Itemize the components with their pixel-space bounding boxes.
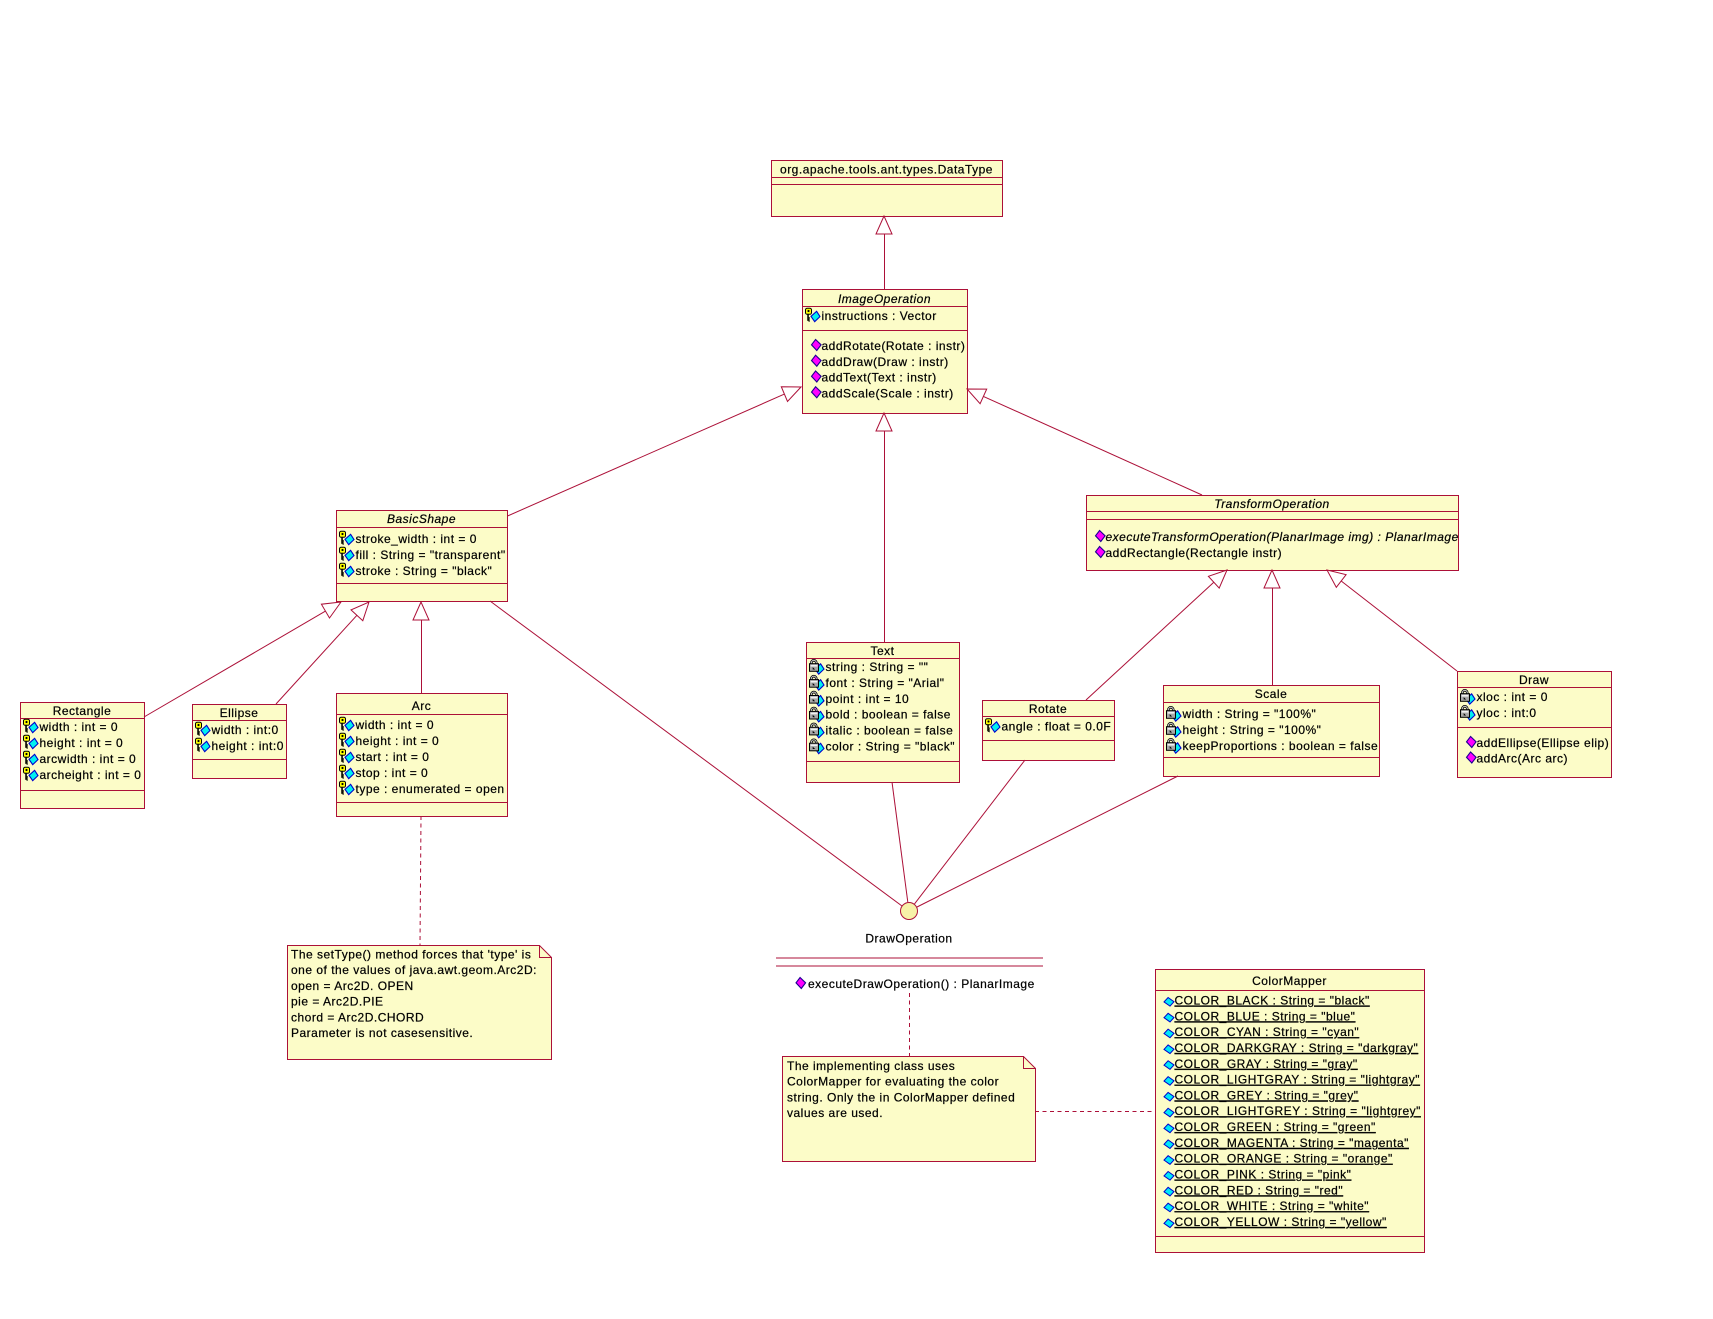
svg-text:height : int = 0: height : int = 0 — [356, 734, 440, 748]
svg-text:pie = Arc2D.PIE: pie = Arc2D.PIE — [291, 995, 384, 1009]
svg-text:xloc : int = 0: xloc : int = 0 — [1477, 690, 1548, 704]
svg-text:executeDrawOperation() : Plana: executeDrawOperation() : PlanarImage — [808, 977, 1035, 991]
svg-text:values are used.: values are used. — [787, 1106, 883, 1120]
svg-text:org.apache.tools.ant.types.Dat: org.apache.tools.ant.types.DataType — [780, 163, 993, 177]
svg-text:COLOR_LIGHTGRAY : String = "li: COLOR_LIGHTGRAY : String = "lightgray" — [1175, 1073, 1421, 1087]
svg-text:The setType() method forces th: The setType() method forces that 'type' … — [291, 948, 531, 962]
svg-text:COLOR_RED : String = "red": COLOR_RED : String = "red" — [1175, 1183, 1344, 1197]
svg-text:COLOR_MAGENTA : String = "mage: COLOR_MAGENTA : String = "magenta" — [1175, 1136, 1409, 1150]
svg-text:type : enumerated = open: type : enumerated = open — [356, 782, 505, 796]
svg-text:addDraw(Draw : instr): addDraw(Draw : instr) — [822, 355, 949, 369]
svg-text:The implementing class uses: The implementing class uses — [787, 1059, 955, 1073]
svg-text:COLOR_YELLOW : String = "yello: COLOR_YELLOW : String = "yellow" — [1175, 1215, 1387, 1229]
svg-text:yloc : int:0: yloc : int:0 — [1477, 706, 1537, 720]
svg-text:Rotate: Rotate — [1029, 702, 1067, 716]
svg-text:ImageOperation: ImageOperation — [838, 292, 931, 306]
svg-text:COLOR_CYAN : String = "cyan": COLOR_CYAN : String = "cyan" — [1175, 1025, 1360, 1039]
svg-text:COLOR_GREEN : String = "green": COLOR_GREEN : String = "green" — [1175, 1120, 1376, 1134]
svg-text:COLOR_GREY : String = "grey": COLOR_GREY : String = "grey" — [1175, 1088, 1359, 1102]
svg-text:Arc: Arc — [412, 699, 432, 713]
svg-text:COLOR_PINK : String = "pink": COLOR_PINK : String = "pink" — [1175, 1168, 1352, 1182]
svg-text:start : int = 0: start : int = 0 — [356, 750, 430, 764]
svg-text:addRectangle(Rectangle instr): addRectangle(Rectangle instr) — [1106, 546, 1283, 560]
svg-text:addScale(Scale : instr): addScale(Scale : instr) — [822, 386, 954, 400]
svg-text:DrawOperation: DrawOperation — [865, 932, 952, 946]
svg-text:fill : String = "transparent": fill : String = "transparent" — [356, 548, 506, 562]
svg-text:Scale: Scale — [1255, 687, 1288, 701]
svg-text:TransformOperation: TransformOperation — [1214, 497, 1329, 511]
svg-text:executeTransformOperation(Plan: executeTransformOperation(PlanarImage im… — [1106, 530, 1459, 544]
svg-text:string. Only the in ColorMappe: string. Only the in ColorMapper defined — [787, 1090, 1015, 1104]
svg-text:stroke_width : int = 0: stroke_width : int = 0 — [356, 532, 477, 546]
svg-text:string : String = "": string : String = "" — [826, 660, 929, 674]
svg-text:COLOR_ORANGE : String = "orang: COLOR_ORANGE : String = "orange" — [1175, 1152, 1393, 1166]
svg-text:Rectangle: Rectangle — [53, 704, 112, 718]
svg-text:Text: Text — [870, 644, 894, 658]
svg-text:color : String = "black": color : String = "black" — [826, 740, 956, 754]
svg-text:stop : int = 0: stop : int = 0 — [356, 766, 429, 780]
svg-text:COLOR_WHITE : String = "white": COLOR_WHITE : String = "white" — [1175, 1199, 1370, 1213]
svg-text:COLOR_BLUE : String = "blue": COLOR_BLUE : String = "blue" — [1175, 1009, 1356, 1023]
svg-text:addArc(Arc arc): addArc(Arc arc) — [1477, 752, 1569, 766]
svg-text:width : int:0: width : int:0 — [211, 723, 279, 737]
svg-text:height : int:0: height : int:0 — [212, 739, 284, 753]
svg-text:COLOR_DARKGRAY : String = "dar: COLOR_DARKGRAY : String = "darkgray" — [1175, 1041, 1419, 1055]
svg-text:addEllipse(Ellipse elip): addEllipse(Ellipse elip) — [1477, 736, 1610, 750]
svg-text:Parameter is not casesensitive: Parameter is not casesensitive. — [291, 1026, 473, 1040]
svg-text:point : int = 10: point : int = 10 — [826, 692, 910, 706]
svg-text:width : String = "100%": width : String = "100%" — [1182, 707, 1317, 721]
svg-text:instructions : Vector: instructions : Vector — [822, 309, 937, 323]
svg-text:arcwidth : int = 0: arcwidth : int = 0 — [40, 752, 137, 766]
svg-text:addText(Text : instr): addText(Text : instr) — [822, 371, 937, 385]
svg-text:Ellipse: Ellipse — [220, 706, 259, 720]
svg-text:font : String = "Arial": font : String = "Arial" — [826, 676, 945, 690]
svg-text:Draw: Draw — [1519, 673, 1549, 687]
svg-text:addRotate(Rotate : instr): addRotate(Rotate : instr) — [822, 339, 966, 353]
svg-text:width : int = 0: width : int = 0 — [355, 718, 435, 732]
svg-text:chord = Arc2D.CHORD: chord = Arc2D.CHORD — [291, 1010, 424, 1024]
svg-text:COLOR_BLACK : String = "black": COLOR_BLACK : String = "black" — [1175, 994, 1370, 1008]
svg-text:one of the values of java.awt.: one of the values of java.awt.geom.Arc2D… — [291, 963, 537, 977]
svg-text:COLOR_LIGHTGREY : String = "li: COLOR_LIGHTGREY : String = "lightgrey" — [1175, 1104, 1421, 1118]
svg-text:italic : boolean = false: italic : boolean = false — [826, 724, 954, 738]
svg-text:height : int = 0: height : int = 0 — [40, 736, 124, 750]
svg-text:bold : boolean = false: bold : boolean = false — [826, 708, 951, 722]
svg-text:ColorMapper: ColorMapper — [1252, 974, 1327, 988]
svg-text:open = Arc2D. OPEN: open = Arc2D. OPEN — [291, 979, 414, 993]
svg-text:width : int = 0: width : int = 0 — [39, 720, 119, 734]
svg-text:angle : float = 0.0F: angle : float = 0.0F — [1002, 720, 1112, 734]
svg-text:archeight : int = 0: archeight : int = 0 — [40, 768, 142, 782]
svg-text:height : String = "100%": height : String = "100%" — [1183, 723, 1322, 737]
svg-text:stroke : String = "black": stroke : String = "black" — [356, 564, 493, 578]
svg-text:BasicShape: BasicShape — [387, 512, 456, 526]
svg-text:ColorMapper for evaluating the: ColorMapper for evaluating the color — [787, 1075, 999, 1089]
svg-text:COLOR_GRAY : String = "gray": COLOR_GRAY : String = "gray" — [1175, 1057, 1358, 1071]
svg-text:keepProportions : boolean = fa: keepProportions : boolean = false — [1183, 739, 1379, 753]
